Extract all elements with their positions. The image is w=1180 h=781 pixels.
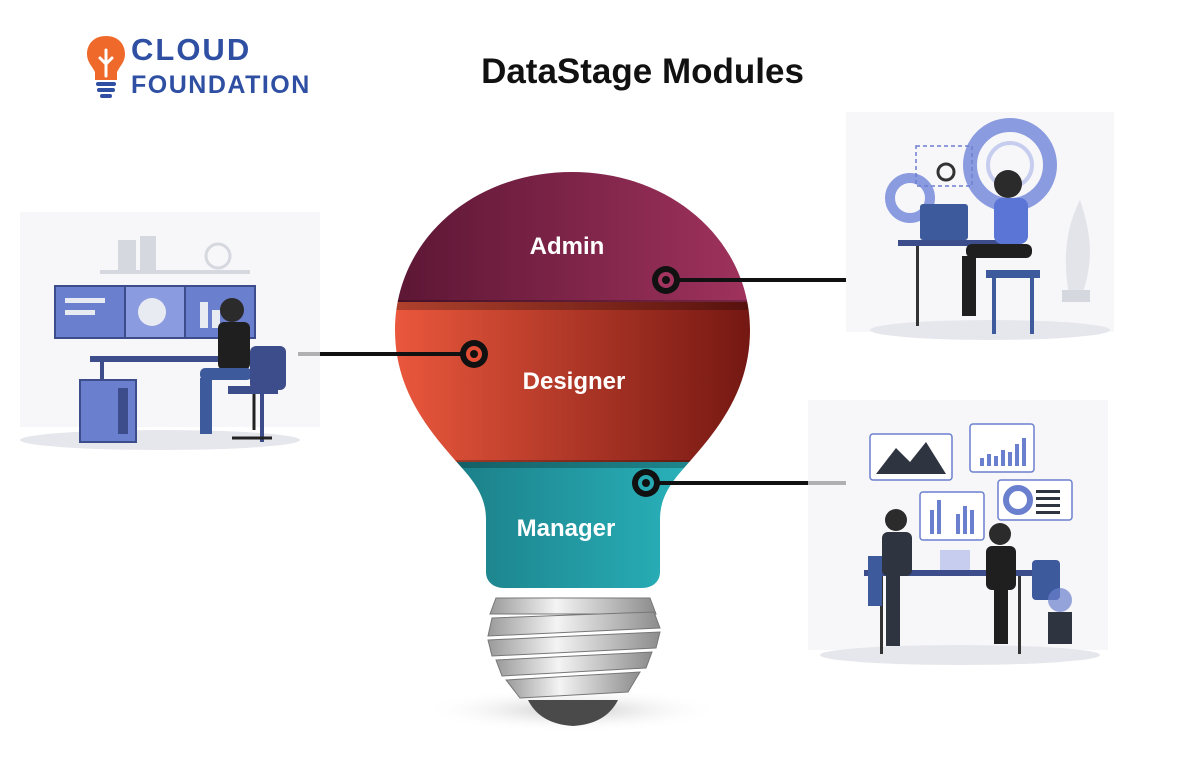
- connector-manager: [632, 469, 846, 497]
- admin-illustration: [846, 112, 1114, 340]
- designer-segment: [395, 302, 750, 462]
- logo-text-cloud: CLOUD: [131, 32, 252, 67]
- connector-designer: [298, 340, 488, 368]
- page-title: DataStage Modules: [481, 52, 804, 91]
- designer-illustration: [20, 212, 320, 450]
- cloud-foundation-logo: CLOUD FOUNDATION: [84, 32, 344, 104]
- logo-text-foundation: FOUNDATION: [131, 71, 311, 99]
- manager-segment: [395, 462, 750, 588]
- lightbulb-logo-icon: [87, 36, 125, 98]
- module-label-designer: Designer: [523, 368, 626, 395]
- connector-admin: [652, 266, 846, 294]
- manager-illustration: [808, 400, 1108, 665]
- lightbulb: [395, 172, 750, 588]
- bulb-screw-base: [487, 597, 661, 726]
- module-label-manager: Manager: [517, 515, 616, 542]
- bulb-shadow: [422, 688, 722, 732]
- admin-segment: [395, 172, 750, 302]
- module-label-admin: Admin: [530, 233, 605, 260]
